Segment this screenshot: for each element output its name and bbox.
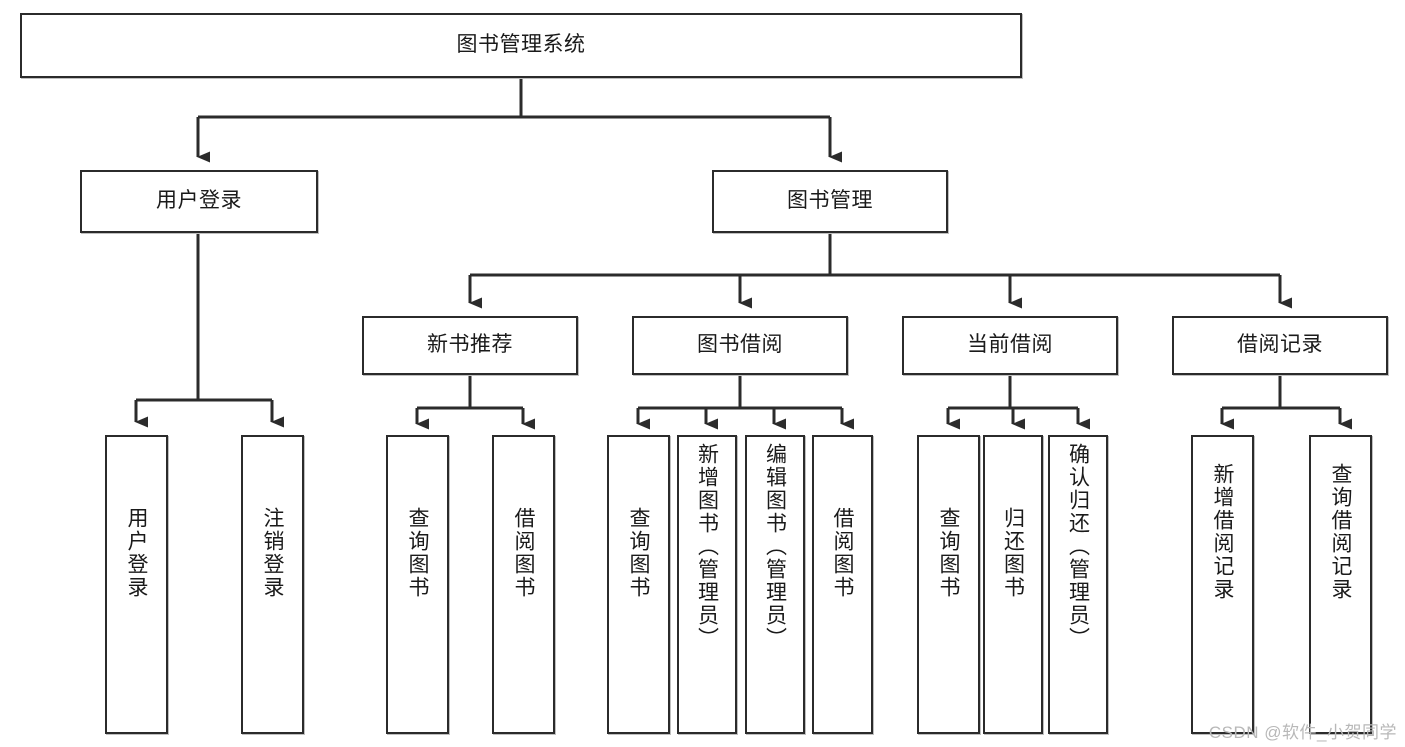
node-book-manage[interactable]: 图书管理 [712, 170, 948, 233]
node-leaf-return-book-label: 归还图书 [1001, 507, 1025, 599]
node-root-system[interactable]: 图书管理系统 [20, 13, 1022, 78]
node-leaf-user-login[interactable]: 用户登录 [105, 435, 168, 734]
node-book-manage-label: 图书管理 [787, 189, 873, 213]
node-leaf-confirm-return-admin[interactable]: 确认归还（管理员） [1048, 435, 1108, 734]
node-user-login[interactable]: 用户登录 [80, 170, 318, 233]
node-borrow-record[interactable]: 借阅记录 [1172, 316, 1388, 375]
node-leaf-add-borrow-record-label: 新增借阅记录 [1211, 463, 1234, 601]
node-leaf-borrow-book-2-label: 借阅图书 [831, 507, 854, 599]
node-leaf-query-book-3[interactable]: 查询图书 [917, 435, 980, 734]
node-leaf-add-book-admin[interactable]: 新增图书（管理员） [677, 435, 737, 734]
node-leaf-add-book-admin-label: 新增图书（管理员） [695, 443, 719, 650]
node-leaf-confirm-return-admin-label: 确认归还（管理员） [1066, 443, 1090, 650]
node-leaf-query-book-1[interactable]: 查询图书 [386, 435, 449, 734]
node-new-book-recommend[interactable]: 新书推荐 [362, 316, 578, 375]
node-root-system-label: 图书管理系统 [456, 33, 586, 57]
node-leaf-add-borrow-record[interactable]: 新增借阅记录 [1191, 435, 1254, 734]
node-leaf-query-borrow-record[interactable]: 查询借阅记录 [1309, 435, 1372, 734]
node-leaf-user-logout-label: 注销登录 [261, 507, 284, 599]
node-leaf-user-login-label: 用户登录 [125, 507, 148, 599]
node-leaf-query-book-2-label: 查询图书 [627, 507, 650, 599]
node-leaf-return-book[interactable]: 归还图书 [983, 435, 1043, 734]
csdn-watermark: CSDN @软件_小贺同学 [1208, 723, 1397, 742]
node-new-book-recommend-label: 新书推荐 [427, 333, 513, 357]
node-book-borrow-label: 图书借阅 [697, 333, 783, 357]
node-leaf-query-book-2[interactable]: 查询图书 [607, 435, 670, 734]
node-user-login-label: 用户登录 [156, 189, 242, 213]
node-leaf-query-borrow-record-label: 查询借阅记录 [1329, 463, 1352, 601]
node-leaf-borrow-book-1-label: 借阅图书 [512, 507, 535, 599]
node-borrow-record-label: 借阅记录 [1237, 333, 1323, 357]
node-current-borrow-label: 当前借阅 [967, 333, 1053, 357]
node-book-borrow[interactable]: 图书借阅 [632, 316, 848, 375]
node-leaf-user-logout[interactable]: 注销登录 [241, 435, 304, 734]
node-leaf-borrow-book-2[interactable]: 借阅图书 [812, 435, 873, 734]
node-current-borrow[interactable]: 当前借阅 [902, 316, 1118, 375]
node-leaf-edit-book-admin[interactable]: 编辑图书（管理员） [745, 435, 805, 734]
node-leaf-query-book-3-label: 查询图书 [937, 507, 960, 599]
node-leaf-edit-book-admin-label: 编辑图书（管理员） [763, 443, 787, 650]
node-leaf-borrow-book-1[interactable]: 借阅图书 [492, 435, 555, 734]
node-leaf-query-book-1-label: 查询图书 [406, 507, 429, 599]
